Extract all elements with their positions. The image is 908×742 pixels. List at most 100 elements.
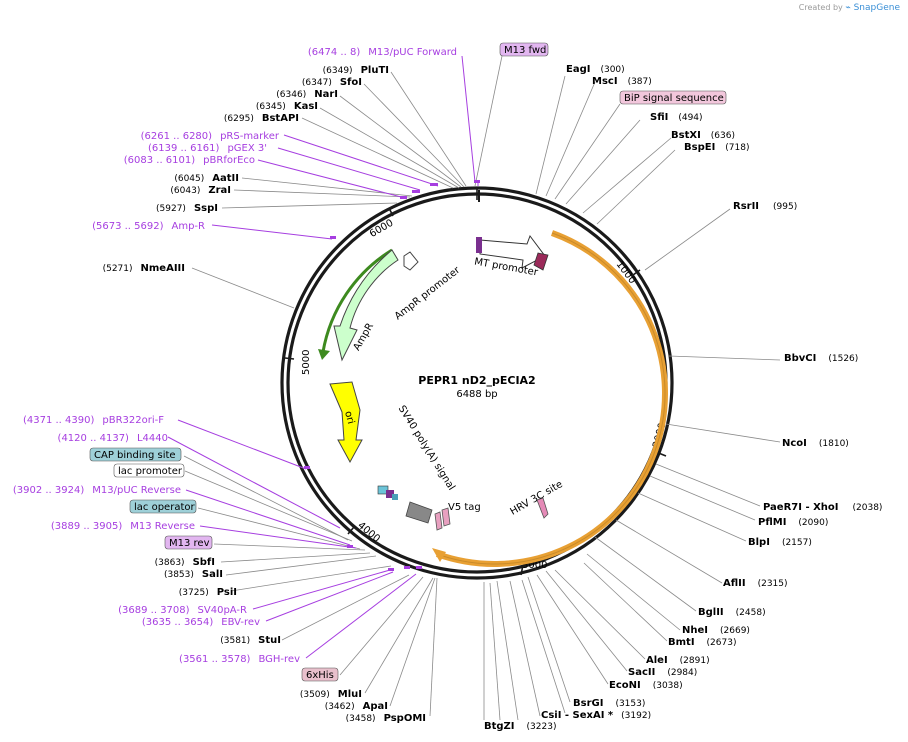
v5-tag-label: V5 tag — [448, 502, 481, 513]
msci-site: MscI(387) — [592, 76, 652, 87]
cds-arc — [435, 230, 668, 567]
pspomi-site: (3458)PspOMI — [346, 713, 426, 724]
m13-rev-box — [164, 535, 213, 550]
lac-operator-box — [129, 499, 197, 514]
left-primer-lines — [167, 55, 476, 659]
mlui-site: (3509)MluI — [300, 689, 362, 700]
bmti-site: BmtI(2673) — [668, 637, 736, 648]
ampr-promoter-label: AmpR promoter — [393, 264, 463, 322]
snapgene-logo: ⌁ SnapGene — [845, 3, 900, 13]
sv40-polya-label: SV40 poly(A) signal — [396, 404, 457, 493]
alei-site: AleI(2891) — [646, 655, 710, 666]
btgzi-site: BtgZI(3223) — [484, 721, 556, 732]
brand-text: SnapGene — [853, 3, 900, 13]
nmeaiii-site: (5271)NmeAIII — [103, 263, 185, 274]
6xhis-label: 6xHis — [306, 670, 334, 681]
tick-marks — [284, 188, 667, 576]
hrv-3c-label: HRV 3C site — [508, 479, 564, 518]
cds-arc-outline — [436, 232, 666, 565]
lac-operator-marker — [392, 494, 398, 500]
sbfi-site: (3863)SbfI — [155, 557, 215, 568]
prs-marker-primer: (6261 .. 6280)pRS-marker — [141, 131, 280, 142]
aflii-site: AflII(2315) — [723, 578, 788, 589]
aatii-site: (6045)AatII — [174, 173, 239, 184]
cds-arrowhead — [432, 548, 446, 562]
pflmi-site: PflMI(2090) — [758, 517, 828, 528]
bbvci-site: BbvCI(1526) — [784, 353, 858, 364]
bstxi-site: BstXI(636) — [671, 130, 735, 141]
ampr-label: AmpR — [352, 321, 376, 352]
sv40-polya-marker — [405, 501, 433, 524]
lac-operator-label: lac operator — [134, 502, 195, 513]
zrai-site: (6043)ZraI — [170, 185, 231, 196]
m13-fwd-box — [499, 42, 549, 57]
econi-site: EcoNI(3038) — [609, 680, 683, 691]
ampr-promoter-arrow — [403, 251, 419, 271]
mt-promoter-arrow — [479, 234, 546, 269]
ampr-arrow — [333, 249, 399, 362]
bgh-rev-primer: (3561 .. 3578)BGH-rev — [179, 654, 300, 665]
sali-site: (3853)SalI — [164, 569, 223, 580]
bip-signal-label: BiP signal sequence — [624, 93, 724, 104]
psii-site: (3725)PsiI — [179, 587, 237, 598]
hrv-3c-marker — [536, 497, 549, 519]
tick-5000 — [284, 357, 295, 360]
m13-puc-reverse-primer: (3902 .. 3924)M13/pUC Reverse — [13, 485, 181, 496]
paer7i-xhoi-site: PaeR7I - XhoI(2038) — [763, 502, 882, 513]
nari-site: (6346)NarI — [276, 89, 338, 100]
plasmid-name: PEPR1 nD2_pECIA2 — [418, 374, 535, 387]
tick-1000 — [632, 269, 641, 276]
bglii-site: BglII(2458) — [698, 607, 766, 618]
ncoi-site: NcoI(1810) — [782, 438, 849, 449]
ebv-rev-primer: (3635 .. 3654)EBV-rev — [142, 617, 260, 628]
pluti-site: (6349)PluTI — [323, 65, 389, 76]
ori-arrow — [329, 381, 363, 464]
m13-puc-forward-primer: (6474 .. 8)M13/pUC Forward — [308, 47, 457, 58]
bip-feature — [533, 252, 549, 271]
m13-reverse-primer: (3889 .. 3905)M13 Reverse — [51, 521, 195, 532]
pbr322ori-f-primer: (4371 .. 4390)pBR322ori-F — [23, 415, 164, 426]
bip-signal-box — [619, 90, 727, 105]
lac-promoter-label: lac promoter — [118, 466, 183, 477]
sv40pa-r-primer: (3689 .. 3708)SV40pA-R — [118, 605, 247, 616]
lac-promoter-box — [113, 463, 185, 478]
kasi-site: (6345)KasI — [256, 101, 318, 112]
tick-label-3000: 3000 — [522, 560, 547, 571]
tick-label-5000: 5000 — [301, 350, 312, 375]
ampr-outer-arc — [321, 248, 393, 353]
tick-2000 — [655, 451, 667, 457]
plasmid-length: 6488 bp — [456, 389, 497, 400]
ori-label: ori — [342, 410, 356, 425]
cap-binding-site-box — [89, 447, 182, 462]
sacii-site: SacII(2984) — [628, 667, 697, 678]
blpi-site: BlpI(2157) — [748, 537, 812, 548]
m13-fwd-label: M13 fwd — [504, 45, 546, 56]
sfii-site: SfiI(494) — [650, 112, 703, 123]
nhei-site: NheI(2669) — [682, 625, 750, 636]
rsrii-site: RsrII(995) — [733, 201, 797, 212]
amp-r-primer: (5673 .. 5692)Amp-R — [92, 221, 205, 232]
bstapi-site: (6295)BstAPI — [224, 113, 299, 124]
sspi-site: (5927)SspI — [156, 203, 218, 214]
mt-start-marker — [476, 237, 482, 253]
bsrgi-site: BsrGI(3153) — [573, 698, 645, 709]
snapgene-credit: Created by ⌁ SnapGene — [799, 3, 900, 13]
tick-6000 — [388, 207, 394, 217]
bspei-site: BspEI(718) — [684, 142, 750, 153]
csii-sexai-site: CsiI - SexAI *(3192) — [541, 710, 651, 721]
tick-3000 — [520, 564, 524, 576]
cap-binding-site-label: CAP binding site — [94, 450, 176, 461]
credit-text: Created by — [798, 3, 843, 12]
tick-4000 — [347, 526, 355, 535]
left-leader-lines — [183, 55, 503, 717]
sfoi-site: (6347)SfoI — [302, 77, 362, 88]
eagi-site: EagI(300) — [566, 64, 625, 75]
l4440-primer: (4120 .. 4137)L4440 — [58, 433, 168, 444]
v5-tag-marker — [441, 507, 451, 527]
stui-site: (3581)StuI — [220, 635, 281, 646]
right-leader-lines — [483, 75, 781, 721]
v5-tag-marker-2 — [434, 511, 443, 531]
pgex3-primer: (6139 .. 6161)pGEX 3' — [148, 143, 267, 154]
lac-marker — [386, 490, 394, 498]
